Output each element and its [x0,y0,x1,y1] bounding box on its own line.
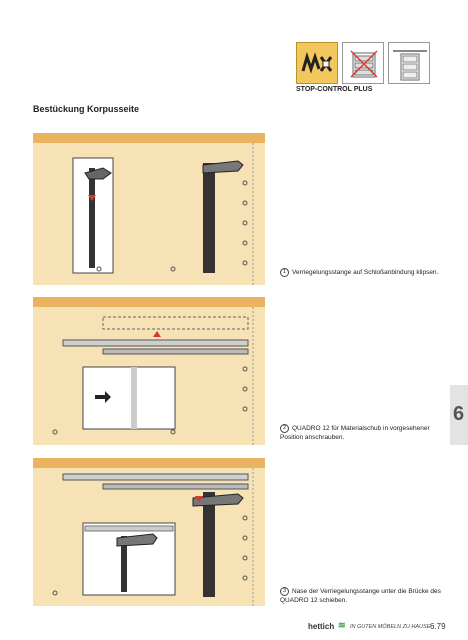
chapter-number: 6 [453,403,465,425]
brand-tagline: IN GUTEN MÖBELN ZU HAUSE [350,624,431,630]
chapter-tab: 6 [450,385,468,445]
section-title: Bestückung Korpusseite [33,104,140,114]
step-3-text: Nase der Verriegelungsstange unter die B… [280,588,441,605]
step-2-number: 2 [280,424,289,433]
drawer-lock-icon [342,42,384,84]
brand-mark-icon: ≋ [338,620,346,630]
drawer-cabinet-icon [388,42,430,84]
brand-logo: hettich [308,622,335,631]
stop-control-plus-icon [296,42,338,84]
step-1-text: Verriegelungsstange auf Schloßanbindung … [292,269,439,277]
illustration-panel-3 [33,458,265,606]
step-2-text: QUADRO 12 für Materialschub in vorgesehe… [280,425,430,442]
product-caption: STOP-CONTROL PLUS [296,86,373,93]
step-1-number: 1 [280,268,289,277]
step-3-number: 3 [280,587,289,596]
illustration-panel-1 [33,133,265,285]
illustration-panel-2 [33,297,265,445]
page-number: 6.79 [430,622,446,631]
